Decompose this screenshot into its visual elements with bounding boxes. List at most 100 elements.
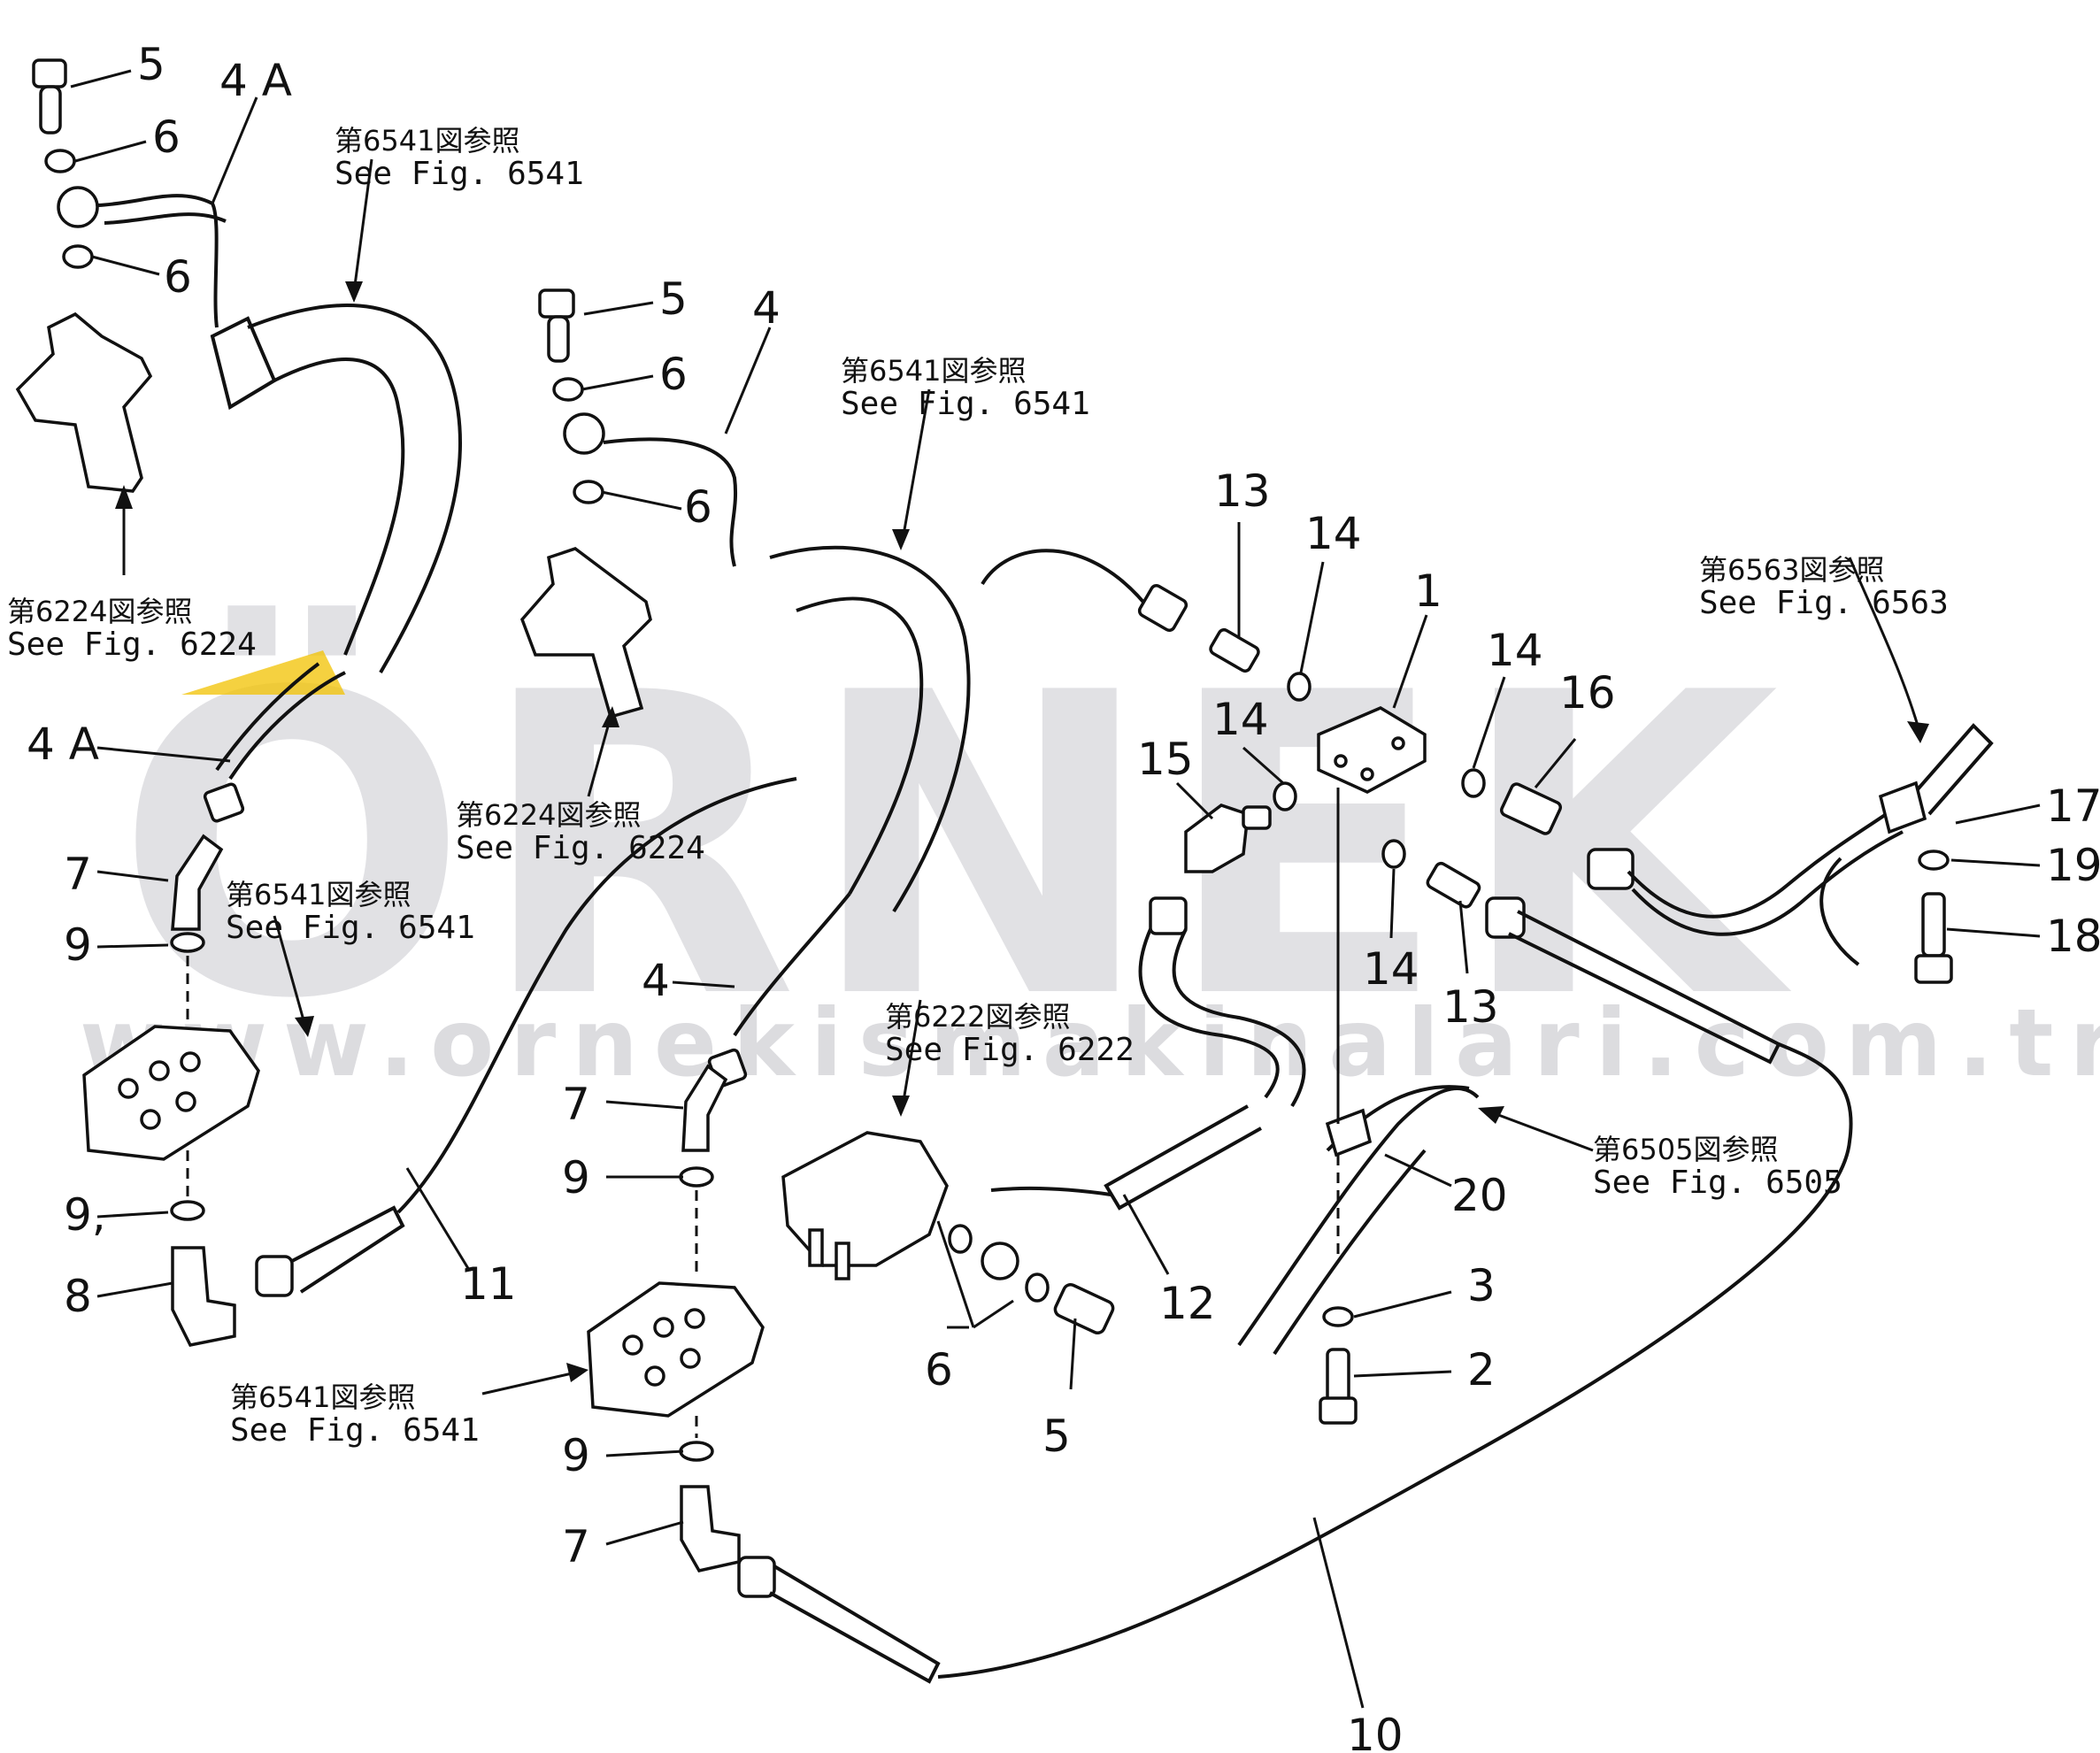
part-label: 6	[925, 1344, 953, 1395]
part-label: 13	[1214, 465, 1271, 517]
banjo-fitting-4	[563, 412, 605, 455]
fig-ref-en: See Fig. 6541	[230, 1412, 480, 1449]
leader-lines	[70, 69, 2041, 1709]
nut-17-hose	[1587, 848, 1635, 890]
o-ring-9-left-bottom	[170, 1200, 205, 1221]
part-label: 14	[1212, 694, 1269, 745]
part-label: 14	[1363, 943, 1419, 995]
harness-wrap-left-outer	[247, 304, 463, 674]
port-hole	[680, 1348, 701, 1369]
fitting-5-top-center	[538, 288, 575, 319]
fig-ref-jp: 第6541図参照	[226, 878, 411, 911]
hose-17-branch	[1819, 857, 1860, 966]
hose-12-tail	[990, 1186, 1112, 1196]
figure-references: 第6541図参照 See Fig. 6541 第6224図参照 See Fig.…	[7, 124, 1949, 1449]
part-label: 12	[1159, 1278, 1216, 1329]
part-label: 5	[1042, 1411, 1071, 1462]
o-ring-14-top	[1287, 672, 1312, 702]
pressure-switch-15	[1184, 803, 1250, 873]
part-label: 9	[562, 1152, 590, 1203]
o-ring-14-lower	[1381, 839, 1406, 869]
bolt-18	[1921, 892, 1946, 957]
clamp-20	[1325, 1108, 1373, 1157]
o-ring-9-center-top	[679, 1166, 714, 1188]
port-hole	[180, 1051, 201, 1073]
hose-4a-lower	[228, 671, 346, 780]
part-label: 9	[64, 919, 92, 971]
o-ring-6-center-lower	[573, 480, 604, 504]
harness-wrap-center-inner	[796, 596, 924, 895]
fig-ref-jp: 第6541図参照	[230, 1380, 415, 1414]
watermark: ÖRNEK www.ornekismakinalari.com.tr	[80, 601, 2100, 1097]
hose-upper-loop	[981, 549, 1152, 612]
part-label: 2	[1467, 1344, 1496, 1395]
nut-long-hose	[1485, 896, 1526, 939]
hose-4a-upper-edge	[104, 212, 227, 225]
hose-12-armored	[1104, 1104, 1262, 1211]
port-hole	[653, 1317, 674, 1338]
hose-17-upper	[1627, 795, 1913, 919]
part-labels: 5 6 6 4 A 4 A 7 9 9, 8 11 5 6 4 6 4 7 9 …	[27, 39, 2100, 1753]
part-label: 9,	[64, 1189, 106, 1241]
block-port	[1360, 767, 1374, 781]
part-label: 4	[752, 282, 781, 334]
hose-11-armored	[291, 1205, 405, 1294]
port-hole	[175, 1091, 196, 1112]
banjo-fitting-lower	[981, 1242, 1019, 1280]
harness-wrap-center-outer	[769, 545, 971, 913]
part-label: 6	[684, 481, 712, 533]
pump-body-left	[15, 311, 153, 493]
part-label: 7	[562, 1079, 590, 1130]
block-port	[1391, 736, 1405, 750]
hose-12-upper-edge	[1172, 928, 1306, 1108]
part-label: 9	[562, 1430, 590, 1481]
part-label: 6	[164, 251, 192, 303]
bolt-2-head	[1319, 1396, 1358, 1425]
hose-12-upper	[1138, 928, 1280, 1099]
fig-ref-en: See Fig. 6505	[1593, 1165, 1842, 1201]
connector-pin	[808, 1228, 824, 1267]
part-label: 5	[137, 39, 165, 90]
fig-ref-jp: 第6224図参照	[7, 595, 192, 628]
banjo-fitting-4a	[57, 186, 99, 228]
part-label: 1	[1414, 565, 1442, 617]
elbow-7-center-bottom	[680, 1485, 741, 1572]
fig-ref-en: See Fig. 6541	[841, 386, 1090, 422]
part-label: 7	[64, 849, 92, 900]
watermark-url: www.ornekismakinalari.com.tr	[80, 989, 2100, 1097]
hose-11-line	[396, 777, 797, 1214]
fitting-5-stem-left	[39, 85, 62, 135]
part-label: 3	[1467, 1260, 1496, 1311]
valve-block-left	[82, 1025, 260, 1161]
part-label: 19	[2046, 840, 2100, 891]
connector-pin	[835, 1242, 850, 1280]
junction-block-1	[1317, 706, 1427, 794]
fig-ref-en: See Fig. 6563	[1699, 585, 1949, 621]
block-port	[1334, 754, 1348, 768]
hose-4a-lower-edge	[215, 662, 320, 772]
part-label: 11	[460, 1258, 517, 1310]
watermark-accent-mark	[181, 650, 345, 695]
elbow-7-center-top	[681, 1064, 728, 1152]
fig-ref-en: See Fig. 6541	[226, 910, 475, 946]
bolt-2	[1326, 1348, 1350, 1404]
part-label: 5	[659, 273, 688, 325]
pump-body-center	[519, 547, 652, 719]
o-ring-6-left-lower	[62, 244, 94, 269]
ref-arrow-6563	[1848, 557, 1922, 735]
o-ring-6-lower-left	[948, 1224, 973, 1254]
part-label: 7	[562, 1521, 590, 1572]
fitting-5-top-left	[32, 58, 67, 88]
bolt-5-lower	[1053, 1282, 1115, 1335]
fig-ref-en: See Fig. 6222	[885, 1032, 1135, 1068]
fitting-13-lower	[1426, 861, 1481, 909]
elbow-8	[171, 1246, 236, 1347]
part-label: 17	[2046, 780, 2100, 832]
o-ring-14-left	[1273, 781, 1297, 811]
fig-ref-en: See Fig. 6224	[7, 627, 257, 663]
nut-11	[255, 1255, 294, 1297]
fig-ref-jp: 第6563図参照	[1699, 553, 1884, 587]
fig-ref-jp: 第6222図参照	[885, 1000, 1070, 1034]
